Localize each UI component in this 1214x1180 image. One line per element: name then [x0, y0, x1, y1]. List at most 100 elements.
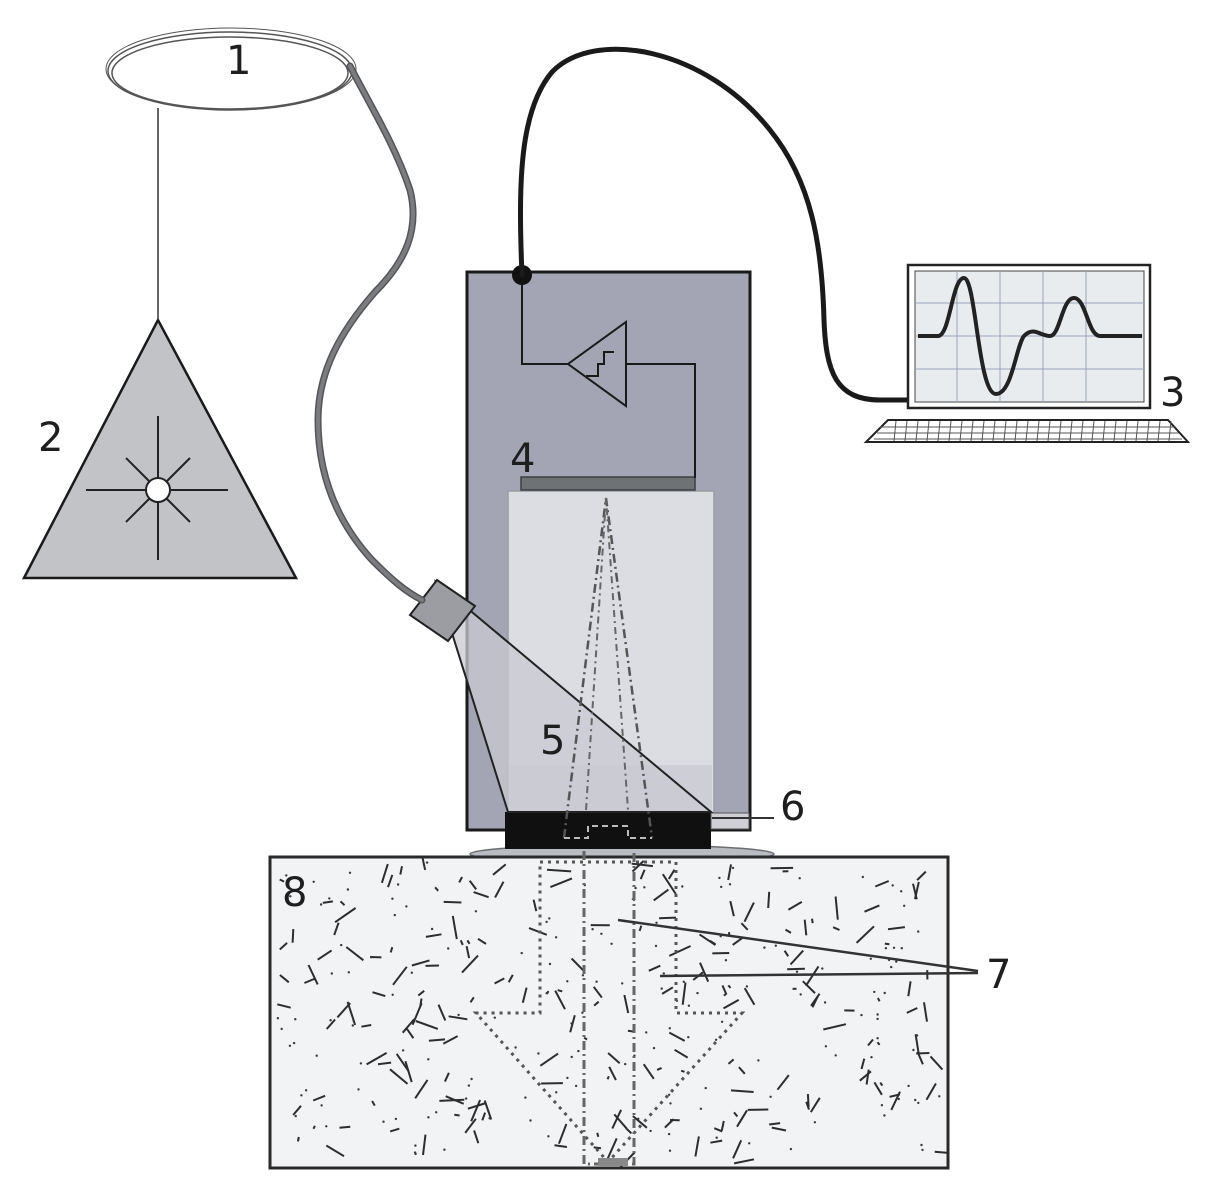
- texture-speck: [334, 907, 357, 924]
- texture-dot: [774, 944, 777, 947]
- key-divider: [959, 420, 963, 442]
- texture-dot: [610, 942, 613, 945]
- texture-dot: [821, 967, 824, 970]
- texture-dot: [570, 1055, 573, 1059]
- texture-dot: [704, 1086, 707, 1090]
- texture-speck: [366, 1052, 388, 1066]
- texture-speck: [625, 1127, 633, 1135]
- texture-dot: [352, 1019, 355, 1023]
- leader-7a: [617, 918, 979, 973]
- texture-speck: [473, 891, 489, 899]
- texture-speck: [887, 926, 906, 931]
- texture-dot: [917, 930, 920, 933]
- texture-dot: [574, 1084, 578, 1088]
- texture-dot: [757, 1059, 760, 1062]
- texture-speck: [623, 994, 630, 1014]
- texture-dot: [915, 1034, 919, 1037]
- texture-dot: [359, 1062, 363, 1065]
- texture-speck: [771, 1126, 787, 1132]
- texture-speck: [653, 888, 669, 902]
- texture-speck: [638, 925, 643, 932]
- texture-dot: [667, 1132, 671, 1136]
- texture-dot: [300, 1094, 303, 1097]
- texture-speck: [923, 1002, 928, 1022]
- texture-dot: [297, 1138, 300, 1141]
- texture-dot: [545, 920, 548, 924]
- key-divider: [915, 420, 919, 442]
- texture-dot: [488, 1117, 491, 1120]
- amp-output-wire: [626, 363, 696, 478]
- texture-speck: [494, 977, 505, 985]
- texture-speck: [389, 946, 394, 953]
- texture-speck: [445, 1095, 465, 1105]
- texture-speck: [439, 1098, 465, 1102]
- texture-speck: [802, 980, 816, 994]
- texture-dot: [823, 1001, 827, 1004]
- texture-dot: [763, 946, 766, 949]
- texture-speck: [738, 1066, 746, 1075]
- key-divider: [937, 420, 941, 442]
- texture-speck: [743, 987, 756, 1006]
- texture-speck: [811, 996, 819, 1008]
- texture-speck: [631, 860, 645, 873]
- texture-speck: [720, 1120, 725, 1131]
- texture-dot: [883, 1114, 886, 1117]
- texture-dot: [401, 1049, 405, 1052]
- texture-dot: [682, 980, 685, 983]
- label-7: 7: [986, 952, 1011, 998]
- texture-speck: [477, 937, 487, 945]
- texture-speck: [339, 1125, 351, 1129]
- texture-speck: [721, 985, 728, 996]
- texture-speck: [325, 1018, 336, 1030]
- texture-dot: [662, 972, 665, 975]
- texture-speck: [404, 1060, 413, 1083]
- texture-speck: [727, 984, 732, 989]
- texture-dot: [443, 1148, 446, 1151]
- texture-dot: [654, 944, 658, 948]
- transducer-face-edge: [710, 812, 750, 830]
- texture-dot: [520, 951, 523, 955]
- texture-dot: [880, 1104, 884, 1107]
- texture-dot: [464, 1097, 468, 1100]
- texture-speck: [422, 1134, 427, 1156]
- texture-speck: [732, 1139, 743, 1159]
- texture-speck: [877, 997, 881, 1002]
- texture-speck: [865, 1069, 870, 1085]
- key-divider: [1168, 420, 1172, 442]
- texture-speck: [740, 922, 749, 931]
- texture-speck: [607, 1052, 621, 1065]
- texture-dot: [895, 960, 898, 963]
- texture-speck: [727, 864, 732, 881]
- key-divider: [948, 420, 952, 442]
- key-divider: [1102, 420, 1106, 442]
- texture-dot: [668, 1149, 672, 1152]
- texture-speck: [279, 878, 285, 883]
- texture-dot: [681, 885, 684, 888]
- texture-speck: [596, 1132, 600, 1138]
- amp-input-wire: [521, 278, 568, 365]
- texture-dot: [884, 947, 888, 950]
- texture-speck: [699, 962, 710, 983]
- texture-speck: [458, 876, 463, 883]
- specimen-texture: [276, 857, 948, 1168]
- texture-dot: [581, 974, 585, 977]
- key-divider: [1058, 420, 1062, 442]
- texture-dot: [649, 1129, 652, 1133]
- texture-dot: [357, 1088, 360, 1091]
- texture-speck: [451, 915, 458, 940]
- texture-dot: [312, 880, 315, 883]
- texture-dot: [748, 1142, 751, 1145]
- texture-dot: [920, 1143, 923, 1147]
- texture-speck: [907, 981, 912, 997]
- texture-dot: [699, 1107, 703, 1111]
- texture-speck: [554, 1144, 568, 1148]
- texture-speck: [546, 868, 572, 873]
- texture-speck: [437, 1004, 447, 1021]
- texture-speck: [674, 1048, 689, 1059]
- texture-speck: [656, 1066, 663, 1071]
- texture-speck: [401, 1018, 416, 1034]
- texture-speck: [639, 869, 646, 880]
- key-divider: [1113, 420, 1117, 442]
- texture-speck: [659, 916, 677, 920]
